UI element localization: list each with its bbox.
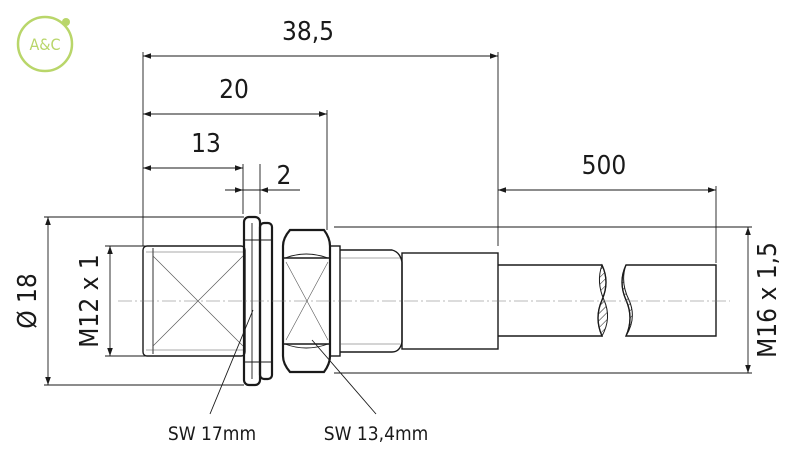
brand-logo: A&C: [16, 15, 74, 73]
leader-sw13: [311, 339, 377, 415]
hex-nut: [281, 228, 332, 374]
dim-thread-front: M12 x 1: [75, 254, 105, 348]
leader-sw17: [209, 309, 254, 415]
dim-length-2: 2: [277, 161, 292, 191]
dim-diameter: Ø 18: [13, 273, 43, 329]
dim-cable-length: 500: [582, 151, 627, 181]
dim-length-13: 13: [191, 129, 221, 159]
logo-ring: [16, 15, 74, 73]
dim-length-20: 20: [219, 75, 249, 105]
connector-body: [118, 215, 730, 387]
dim-overall-length: 38,5: [282, 17, 334, 47]
cable-left: [498, 264, 607, 337]
callout-sw17: SW 17mm: [168, 423, 256, 445]
dim-thread-rear: M16 x 1,5: [753, 242, 783, 358]
logo-text: A&C: [29, 35, 60, 54]
extension-lines: [44, 52, 752, 386]
callout-sw13: SW 13,4mm: [324, 423, 429, 445]
cable-right: [621, 264, 717, 337]
dimension-lines: [45, 53, 751, 385]
logo-dot: [62, 18, 70, 26]
